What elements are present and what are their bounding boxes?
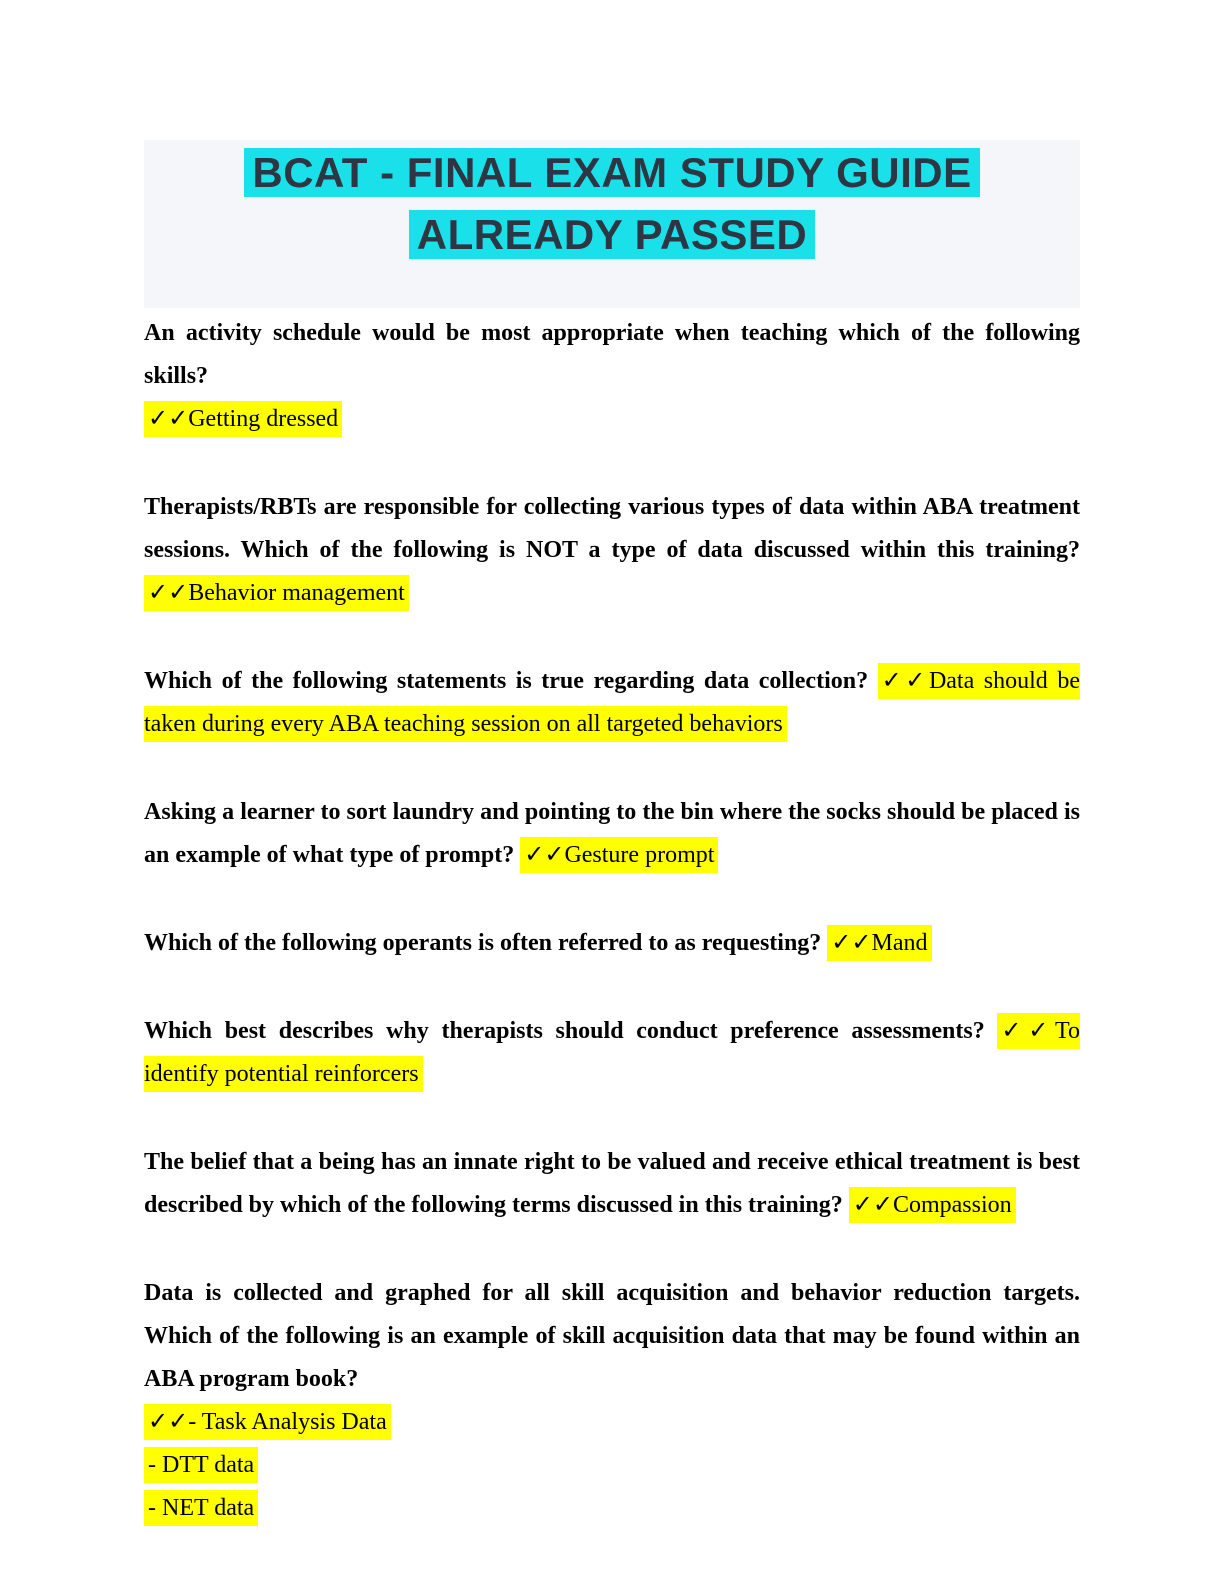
question-text: An activity schedule would be most appro… [144, 320, 1080, 389]
question-text: Which best describes why therapists shou… [144, 1018, 998, 1044]
question-item-2: Therapists/RBTs are responsible for coll… [144, 486, 1080, 615]
question-text: The belief that a being has an innate ri… [144, 1149, 1080, 1218]
answer-option-line: - NET data [144, 1487, 1080, 1530]
title-line-1: BCAT - FINAL EXAM STUDY GUIDE [244, 148, 980, 197]
question-text: Which of the following statements is tru… [144, 668, 878, 694]
answer-highlight: ✓✓Compassion [848, 1187, 1016, 1223]
answer-highlight: ✓✓Getting dressed [144, 401, 343, 437]
answer-highlight: ✓✓- Task Analysis Data [144, 1404, 391, 1440]
questions-list: An activity schedule would be most appro… [144, 312, 1081, 1530]
question-item-6: Which best describes why therapists shou… [144, 1010, 1081, 1096]
page-content: BCAT - FINAL EXAM STUDY GUIDE ALREADY PAS… [144, 140, 1081, 1530]
answer-line: ✓✓- Task Analysis Data [144, 1401, 1080, 1444]
question-item-8: Data is collected and graphed for all sk… [144, 1272, 1080, 1530]
question-text: Therapists/RBTs are responsible for coll… [144, 494, 1080, 563]
question-item-3: Which of the following statements is tru… [144, 660, 1080, 746]
answer-option-highlight: - DTT data [144, 1447, 259, 1483]
question-item-4: Asking a learner to sort laundry and poi… [144, 791, 1080, 877]
page-title: BCAT - FINAL EXAM STUDY GUIDE ALREADY PAS… [144, 142, 1080, 266]
answer-highlight: ✓✓Mand [827, 925, 932, 961]
question-text: Asking a learner to sort laundry and poi… [144, 799, 1080, 868]
question-item-1: An activity schedule would be most appro… [144, 312, 1080, 441]
question-text: Data is collected and graphed for all sk… [144, 1280, 1080, 1392]
question-text: Which of the following operants is often… [144, 930, 828, 956]
answer-highlight: ✓✓Gesture prompt [520, 837, 719, 873]
answer-option-highlight: - NET data [144, 1490, 259, 1526]
title-line-2: ALREADY PASSED [408, 210, 816, 259]
question-item-7: The belief that a being has an innate ri… [144, 1141, 1080, 1227]
answer-highlight: ✓✓Behavior management [144, 575, 409, 611]
title-block: BCAT - FINAL EXAM STUDY GUIDE ALREADY PAS… [144, 140, 1080, 308]
answer-line: ✓✓Getting dressed [144, 398, 1080, 441]
question-item-5: Which of the following operants is often… [144, 922, 1080, 965]
answer-option-line: - DTT data [144, 1444, 1080, 1487]
